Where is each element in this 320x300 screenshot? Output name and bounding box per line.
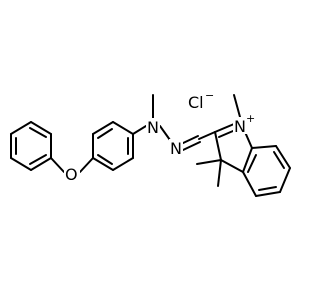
- indolium-five-ring: [214, 123, 253, 173]
- nplus-label-mask: [233, 117, 247, 134]
- bond-c3-methyl-a: [196, 159, 222, 165]
- bond-ring-oxygen-left: [50, 157, 65, 173]
- structure-canvas: O N N N + Cl −: [10, 89, 291, 197]
- bond-nplus-methyl: [233, 94, 241, 118]
- n1-label-mask: [146, 118, 160, 135]
- chloride-charge-label: −: [205, 89, 214, 102]
- chloride-label: Cl: [188, 93, 204, 112]
- positive-charge-label: +: [246, 112, 255, 125]
- oxygen-label-mask: [64, 164, 80, 182]
- bond-ch-c2: [198, 131, 216, 140]
- bond-oxygen-ring-right: [79, 157, 94, 173]
- chemical-structure: O N N N + Cl −: [10, 89, 291, 197]
- bond-n1-n2: [159, 125, 171, 141]
- n2-label-mask: [169, 139, 183, 156]
- hydrazone-n2-label: N: [170, 139, 182, 158]
- benzo-ring: [242, 145, 291, 197]
- bond-ring-n1: [132, 125, 147, 135]
- indolium-nitrogen-label: N: [234, 117, 246, 136]
- ether-oxygen-label: O: [65, 165, 78, 184]
- bond-c3-methyl-b: [217, 159, 222, 187]
- bond-n2-ch-double: [180, 135, 201, 151]
- hydrazone-n1-label: N: [147, 118, 159, 137]
- phenyl-ring-middle: [92, 121, 134, 171]
- phenyl-ring-left: [10, 121, 52, 171]
